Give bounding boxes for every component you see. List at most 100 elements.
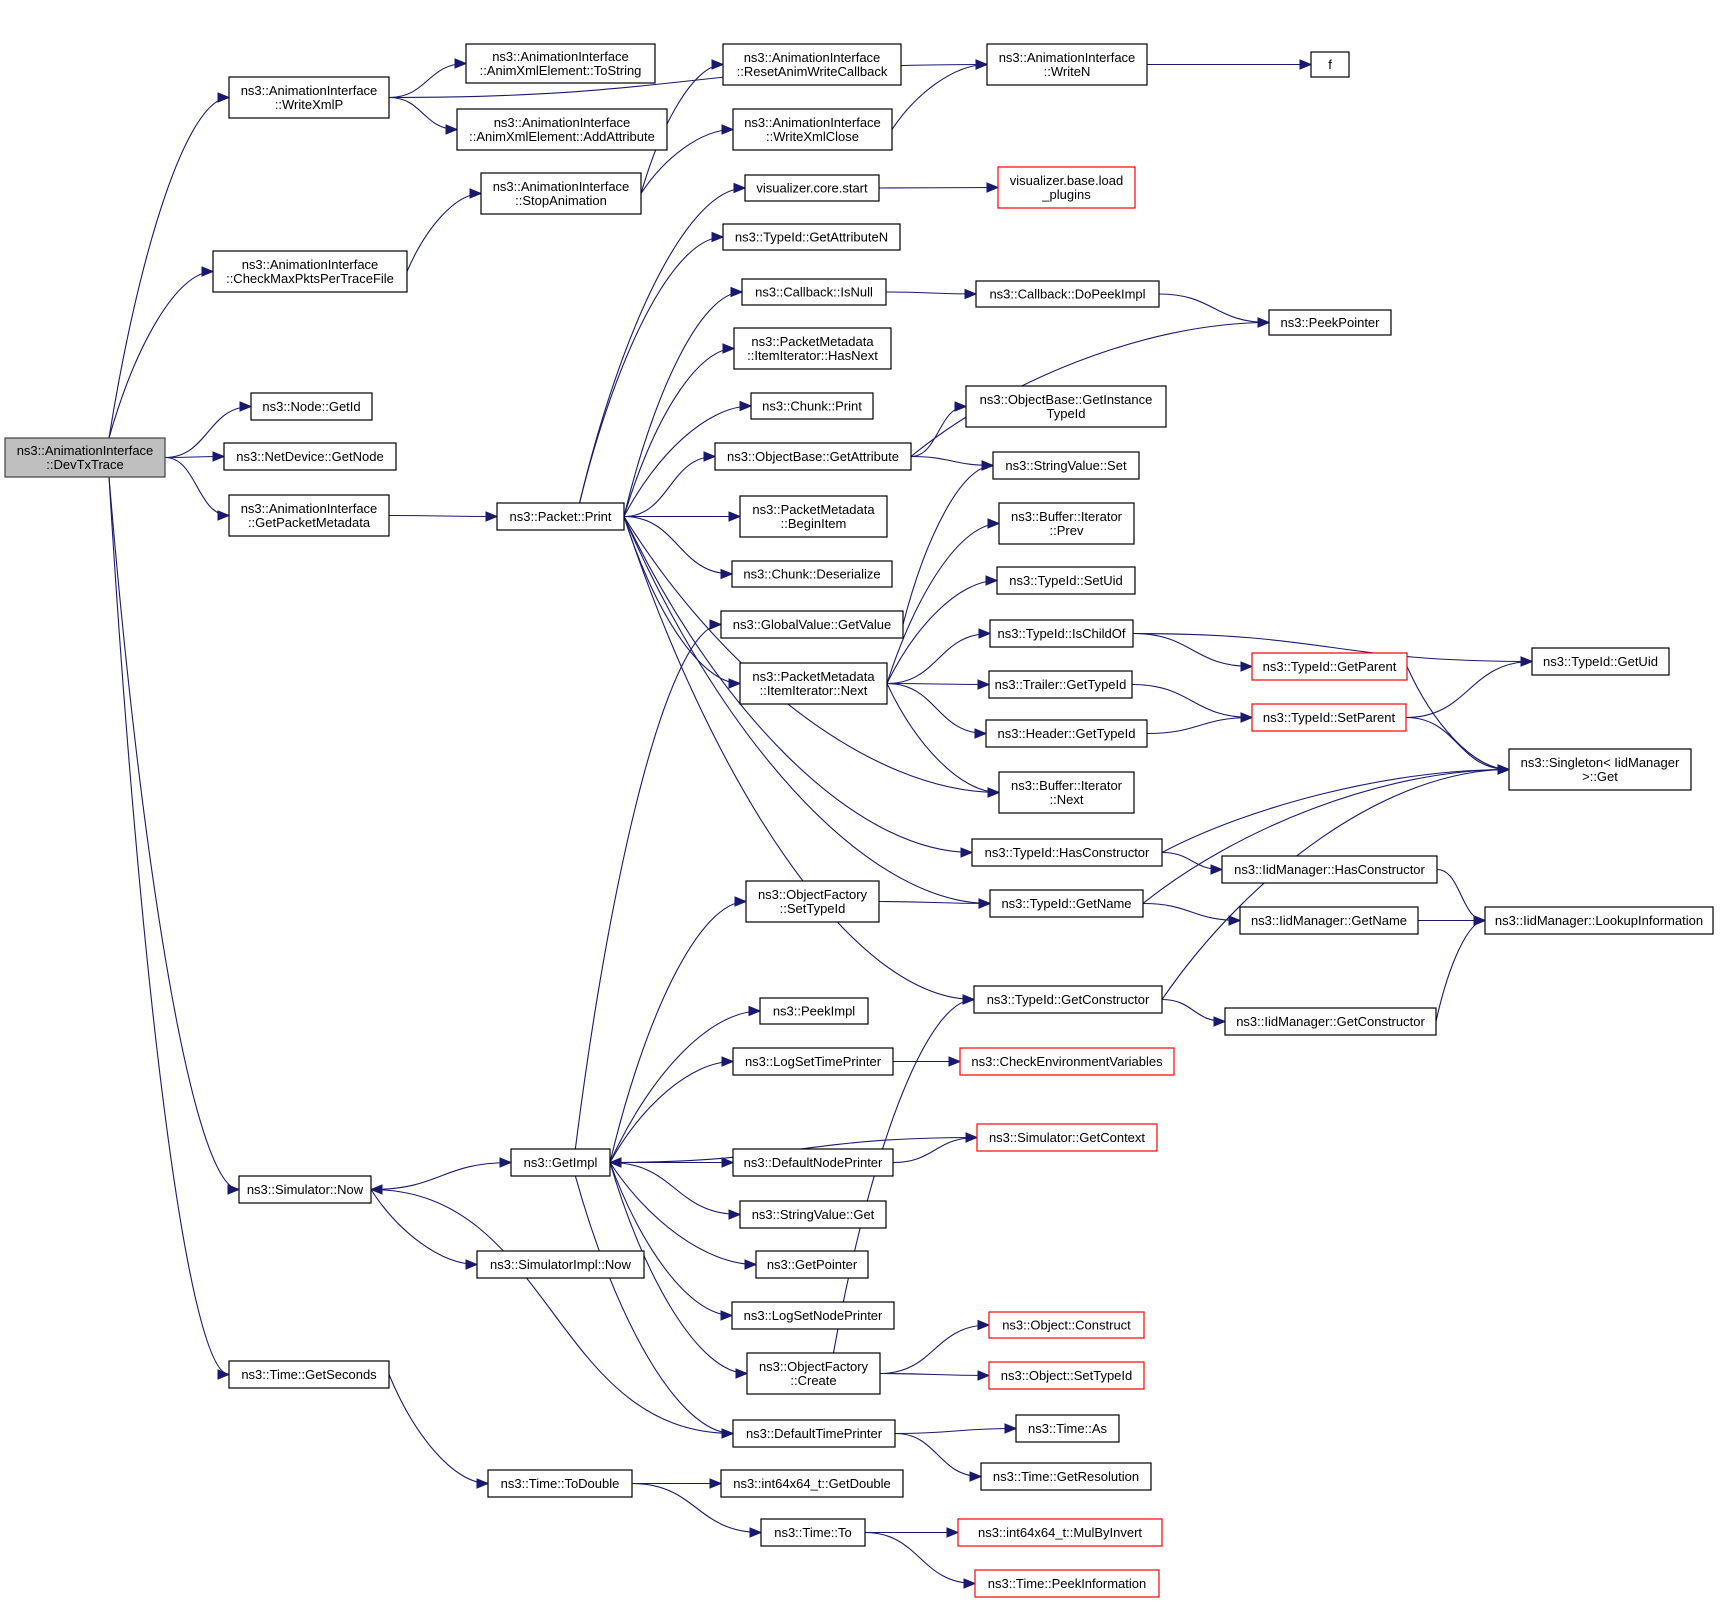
node-box[interactable] [238, 1175, 372, 1204]
graph-node-f[interactable]: f [1310, 51, 1350, 78]
graph-node-node-getid[interactable]: ns3::Node::GetId [250, 392, 373, 421]
graph-node-buffer-iterator-prev[interactable]: ns3::Buffer::Iterator::Prev [998, 502, 1135, 545]
node-box[interactable] [732, 108, 893, 151]
node-box[interactable] [1268, 309, 1392, 336]
node-box[interactable] [714, 442, 912, 471]
graph-node-objectfactory-settypeid[interactable]: ns3::ObjectFactory::SetTypeId [745, 880, 880, 923]
graph-node-packet-print[interactable]: ns3::Packet::Print [496, 502, 625, 531]
node-box[interactable] [986, 43, 1148, 86]
node-box[interactable] [976, 1123, 1158, 1152]
node-box[interactable] [731, 1301, 895, 1330]
node-box[interactable] [223, 442, 397, 471]
graph-node-netdevice-getnode[interactable]: ns3::NetDevice::GetNode [223, 442, 397, 471]
graph-node-simulatorimpl-now[interactable]: ns3::SimulatorImpl::Now [476, 1250, 645, 1279]
graph-node-viz-core-start[interactable]: visualizer.core.start [744, 174, 880, 202]
node-box[interactable] [1531, 647, 1670, 676]
graph-node-time-getresolution[interactable]: ns3::Time::GetResolution [980, 1462, 1152, 1491]
node-box[interactable] [988, 1311, 1145, 1339]
graph-node-viz-base-load-plugins[interactable]: visualizer.base.load_plugins [997, 166, 1136, 209]
graph-node-typeid-getuid[interactable]: ns3::TypeId::GetUid [1531, 647, 1670, 676]
graph-node-time-todouble[interactable]: ns3::Time::ToDouble [487, 1469, 633, 1498]
graph-node-time-to[interactable]: ns3::Time::To [760, 1518, 866, 1547]
node-box[interactable] [989, 619, 1134, 648]
graph-node-object-settypeid[interactable]: ns3::Object::SetTypeId [988, 1361, 1145, 1390]
graph-node-iid-hasconstructor[interactable]: ns3::IidManager::HasConstructor [1221, 855, 1438, 884]
node-box[interactable] [985, 719, 1148, 748]
graph-node-simulator-now[interactable]: ns3::Simulator::Now [238, 1175, 372, 1204]
node-box[interactable] [739, 662, 888, 705]
node-box[interactable] [732, 1047, 894, 1076]
node-box[interactable] [1224, 1007, 1437, 1036]
node-box[interactable] [759, 997, 869, 1025]
node-box[interactable] [996, 566, 1136, 595]
node-box[interactable] [733, 327, 892, 370]
node-box[interactable] [746, 1352, 881, 1395]
graph-node-getimpl[interactable]: ns3::GetImpl [510, 1148, 611, 1177]
graph-node-defaultnodeprinter[interactable]: ns3::DefaultNodePrinter [732, 1148, 894, 1177]
graph-node-typeid-getattributen[interactable]: ns3::TypeId::GetAttributeN [722, 223, 901, 251]
node-box[interactable] [975, 280, 1160, 308]
node-box[interactable] [496, 502, 625, 531]
node-box[interactable] [971, 838, 1163, 867]
node-box[interactable] [4, 437, 166, 478]
node-box[interactable] [720, 610, 904, 639]
node-box[interactable] [992, 451, 1140, 480]
graph-node-callback-dopeekimpl[interactable]: ns3::Callback::DoPeekImpl [975, 280, 1160, 308]
graph-node-defaulttimeprinter[interactable]: ns3::DefaultTimePrinter [732, 1419, 896, 1448]
node-box[interactable] [997, 166, 1136, 209]
graph-node-int64-mulbyinvert[interactable]: ns3::int64x64_t::MulByInvert [957, 1518, 1163, 1547]
graph-node-stringvalue-get[interactable]: ns3::StringValue::Get [739, 1200, 887, 1229]
graph-node-peekpointer[interactable]: ns3::PeekPointer [1268, 309, 1392, 336]
node-box[interactable] [228, 1360, 390, 1389]
node-box[interactable] [722, 43, 902, 86]
graph-node-iid-getconstructor[interactable]: ns3::IidManager::GetConstructor [1224, 1007, 1437, 1036]
node-box[interactable] [760, 1518, 866, 1547]
graph-node-stringvalue-set[interactable]: ns3::StringValue::Set [992, 451, 1140, 480]
node-box[interactable] [989, 889, 1144, 918]
graph-node-simulator-getcontext[interactable]: ns3::Simulator::GetContext [976, 1123, 1158, 1152]
node-box[interactable] [741, 278, 887, 306]
graph-node-addattribute[interactable]: ns3::AnimationInterface::AnimXmlElement:… [456, 108, 668, 151]
node-box[interactable] [465, 43, 656, 84]
node-box[interactable] [1251, 652, 1408, 681]
graph-node-logsettimeprinter[interactable]: ns3::LogSetTimePrinter [732, 1047, 894, 1076]
node-box[interactable] [973, 985, 1163, 1014]
graph-node-typeid-hasconstructor[interactable]: ns3::TypeId::HasConstructor [971, 838, 1163, 867]
graph-node-time-peekinformation[interactable]: ns3::Time::PeekInformation [974, 1569, 1160, 1598]
node-box[interactable] [980, 1462, 1152, 1491]
node-box[interactable] [745, 880, 880, 923]
graph-node-writexmlp[interactable]: ns3::AnimationInterface::WriteXmlP [228, 76, 390, 119]
graph-node-globalvalue-getvalue[interactable]: ns3::GlobalValue::GetValue [720, 610, 904, 639]
graph-node-object-construct[interactable]: ns3::Object::Construct [988, 1311, 1145, 1339]
node-box[interactable] [998, 502, 1135, 545]
node-box[interactable] [732, 1419, 896, 1448]
node-box[interactable] [732, 1148, 894, 1177]
node-box[interactable] [250, 392, 373, 421]
graph-node-typeid-getname[interactable]: ns3::TypeId::GetName [989, 889, 1144, 918]
node-box[interactable] [456, 108, 668, 151]
node-box[interactable] [1251, 703, 1407, 732]
graph-node-pm-hasnext[interactable]: ns3::PacketMetadata::ItemIterator::HasNe… [733, 327, 892, 370]
graph-node-typeid-setparent[interactable]: ns3::TypeId::SetParent [1251, 703, 1407, 732]
node-box[interactable] [480, 172, 642, 215]
graph-node-getpacketmetadata[interactable]: ns3::AnimationInterface::GetPacketMetada… [228, 494, 390, 537]
graph-node-tostring[interactable]: ns3::AnimationInterface::AnimXmlElement:… [465, 43, 656, 84]
graph-node-header-gettypeid[interactable]: ns3::Header::GetTypeId [985, 719, 1148, 748]
graph-node-resetanimwritecallback[interactable]: ns3::AnimationInterface::ResetAnimWriteC… [722, 43, 902, 86]
graph-node-callback-isnull[interactable]: ns3::Callback::IsNull [741, 278, 887, 306]
node-box[interactable] [755, 1250, 869, 1279]
node-box[interactable] [988, 670, 1133, 699]
node-box[interactable] [965, 385, 1167, 428]
node-box[interactable] [228, 494, 390, 537]
graph-node-trailer-gettypeid[interactable]: ns3::Trailer::GetTypeId [988, 670, 1133, 699]
node-box[interactable] [739, 1200, 887, 1229]
graph-node-singleton-get[interactable]: ns3::Singleton< IidManager>::Get [1508, 748, 1692, 791]
node-box[interactable] [1508, 748, 1692, 791]
graph-node-typeid-getparent[interactable]: ns3::TypeId::GetParent [1251, 652, 1408, 681]
graph-node-getpointer[interactable]: ns3::GetPointer [755, 1250, 869, 1279]
node-box[interactable] [720, 1469, 904, 1498]
graph-node-int64-getdouble[interactable]: ns3::int64x64_t::GetDouble [720, 1469, 904, 1498]
graph-node-buffer-iterator-next[interactable]: ns3::Buffer::Iterator::Next [998, 771, 1135, 814]
node-box[interactable] [722, 223, 901, 251]
